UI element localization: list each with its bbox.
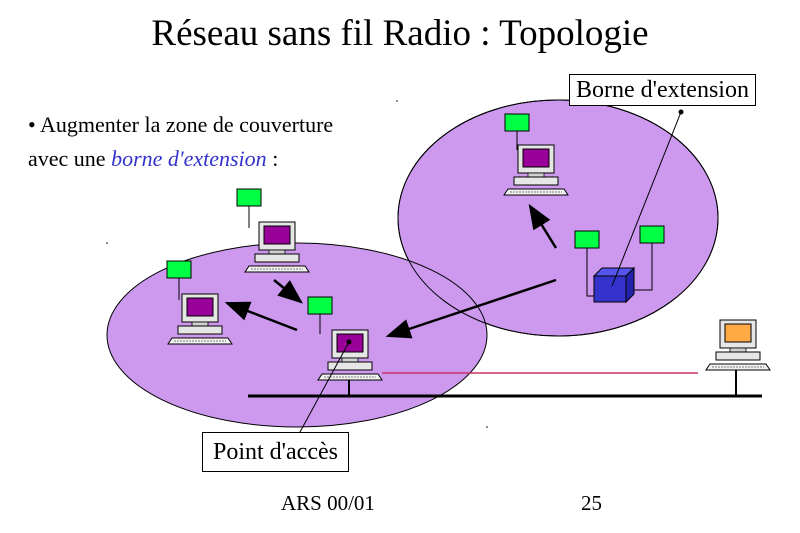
callout-line-access-point bbox=[299, 341, 350, 433]
arrow-extension-to-station-top bbox=[528, 203, 558, 249]
bullet-text: • Augmenter la zone de couverture avec u… bbox=[28, 108, 333, 176]
arrow-access-point-to-station-left bbox=[224, 301, 298, 332]
coverage-zone-extension-outline bbox=[397, 99, 719, 337]
callout-line-extension bbox=[611, 111, 682, 287]
label-access-point: Point d'accès bbox=[202, 432, 349, 472]
callout-dot-access-point bbox=[346, 339, 352, 345]
footer-page-number: 25 bbox=[581, 491, 602, 515]
bullet-emphasis: borne d'extension bbox=[111, 146, 267, 171]
bullet-line-1: • Augmenter la zone de couverture bbox=[28, 108, 333, 142]
bullet-symbol: • bbox=[28, 112, 36, 137]
antenna-access-point bbox=[307, 296, 333, 334]
bullet-line-2-prefix: avec une bbox=[28, 146, 106, 171]
computer-wired-station bbox=[705, 319, 771, 371]
footer-course: ARS 00/01 bbox=[281, 491, 375, 515]
bullet-line-2: avec une borne d'extension : bbox=[28, 142, 333, 176]
extension-cube bbox=[592, 266, 636, 304]
arrow-extension-to-access-point bbox=[385, 278, 557, 339]
antenna-station-mid bbox=[236, 188, 262, 228]
antenna-station-top bbox=[504, 113, 530, 150]
label-extension-point: Borne d'extension bbox=[569, 74, 756, 106]
antenna-station-left bbox=[166, 260, 192, 300]
coverage-zone-access-point bbox=[106, 242, 488, 428]
bullet-line-1-text: Augmenter la zone de couverture bbox=[40, 112, 334, 137]
antenna-extension-right bbox=[633, 225, 665, 291]
arrow-station-mid-to-access-point bbox=[273, 279, 303, 304]
callout-dot-extension bbox=[678, 109, 684, 115]
page-title: Réseau sans fil Radio : Topologie bbox=[151, 13, 649, 54]
bullet-line-2-suffix: : bbox=[266, 146, 279, 171]
antenna-extension-left bbox=[574, 230, 600, 297]
